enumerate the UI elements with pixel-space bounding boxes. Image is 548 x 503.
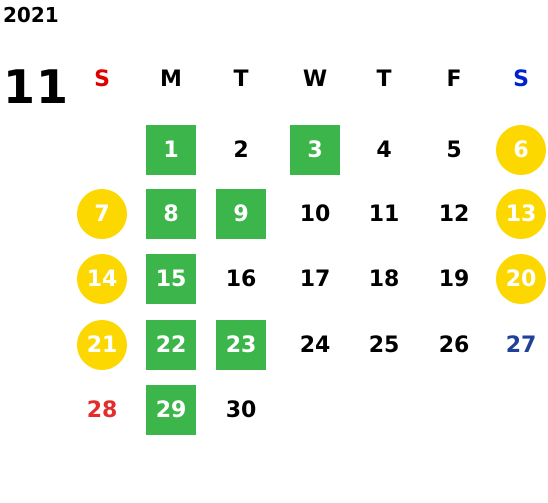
- day-19[interactable]: 19: [438, 266, 470, 292]
- day-16[interactable]: 16: [225, 266, 257, 292]
- weekday-wed: W: [302, 67, 328, 92]
- day-9[interactable]: 9: [216, 189, 266, 239]
- day-2[interactable]: 2: [233, 137, 249, 163]
- day-27[interactable]: 27: [505, 332, 537, 358]
- day-25[interactable]: 25: [368, 332, 400, 358]
- day-10[interactable]: 10: [299, 201, 331, 227]
- day-29[interactable]: 29: [146, 385, 196, 435]
- month-number: 11: [3, 60, 70, 114]
- day-8[interactable]: 8: [146, 189, 196, 239]
- day-22[interactable]: 22: [146, 320, 196, 370]
- day-17[interactable]: 17: [299, 266, 331, 292]
- day-6[interactable]: 6: [496, 125, 546, 175]
- weekday-sat: S: [513, 67, 529, 92]
- day-20[interactable]: 20: [496, 254, 546, 304]
- day-7[interactable]: 7: [77, 189, 127, 239]
- day-3[interactable]: 3: [290, 125, 340, 175]
- day-24[interactable]: 24: [299, 332, 331, 358]
- day-13[interactable]: 13: [496, 189, 546, 239]
- day-30[interactable]: 30: [225, 397, 257, 423]
- day-5[interactable]: 5: [446, 137, 462, 163]
- day-21[interactable]: 21: [77, 320, 127, 370]
- year-label: 2021: [3, 3, 59, 27]
- weekday-sun: S: [94, 67, 110, 92]
- day-18[interactable]: 18: [368, 266, 400, 292]
- day-15[interactable]: 15: [146, 254, 196, 304]
- weekday-mon: M: [160, 67, 182, 92]
- weekday-fri: F: [446, 67, 462, 92]
- day-1[interactable]: 1: [146, 125, 196, 175]
- day-12[interactable]: 12: [438, 201, 470, 227]
- day-14[interactable]: 14: [77, 254, 127, 304]
- weekday-thu: T: [376, 67, 392, 92]
- day-28[interactable]: 28: [86, 397, 118, 423]
- weekday-tue: T: [233, 67, 249, 92]
- day-11[interactable]: 11: [368, 201, 400, 227]
- day-23[interactable]: 23: [216, 320, 266, 370]
- day-4[interactable]: 4: [376, 137, 392, 163]
- day-26[interactable]: 26: [438, 332, 470, 358]
